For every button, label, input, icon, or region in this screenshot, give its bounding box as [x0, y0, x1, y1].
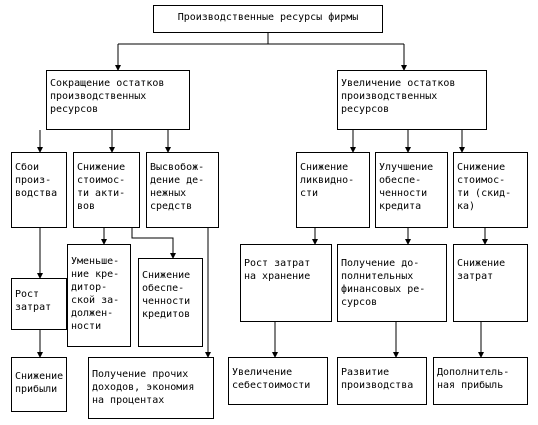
other-income-node: Получение прочих доходов, экономия на пр… [88, 357, 214, 419]
cost-decrease-node: Снижение затрат [453, 244, 528, 322]
connector-asset-to-credit-security [131, 228, 176, 259]
storage-cost-growth-node: Рост затрат на хранение [240, 244, 332, 322]
failures-node: Сбои произ- водства [11, 152, 67, 228]
credit-improvement-node: Улучшение обеспе- ченности кредита [375, 152, 448, 228]
production-development-node: Развитие производства [337, 357, 427, 405]
liquidity-decrease-node: Снижение ликвидно- сти [296, 152, 370, 228]
credit-security-decrease-node: Снижение обеспе- ченности кредитов [138, 258, 203, 347]
additional-profit-node: Дополнитель- ная прибыль [433, 357, 528, 405]
asset-cost-reduction-node: Снижение стоимос- ти акти- вов [73, 152, 140, 228]
profit-decrease-node: Снижение прибыли [11, 357, 67, 412]
cost-reduction-discount-node: Снижение стоимос- ти (скид- ка) [453, 152, 528, 228]
cash-release-node: Высвобож- дение де- нежных средств [146, 152, 219, 228]
root-node: Производственные ресурсы фирмы [153, 5, 383, 33]
decrease-node: Сокращение остатков производственных рес… [46, 70, 190, 130]
additional-finance-node: Получение до- полнительных финансовых ре… [337, 244, 447, 322]
cost-growth-node: Рост затрат [11, 278, 67, 330]
increase-node: Увеличение остатков производственных рес… [337, 70, 487, 130]
self-cost-increase-node: Увеличение себестоимости [228, 357, 328, 405]
receivables-decrease-node: Уменьше- ние кре- дитор- ской за- должен… [67, 244, 131, 347]
